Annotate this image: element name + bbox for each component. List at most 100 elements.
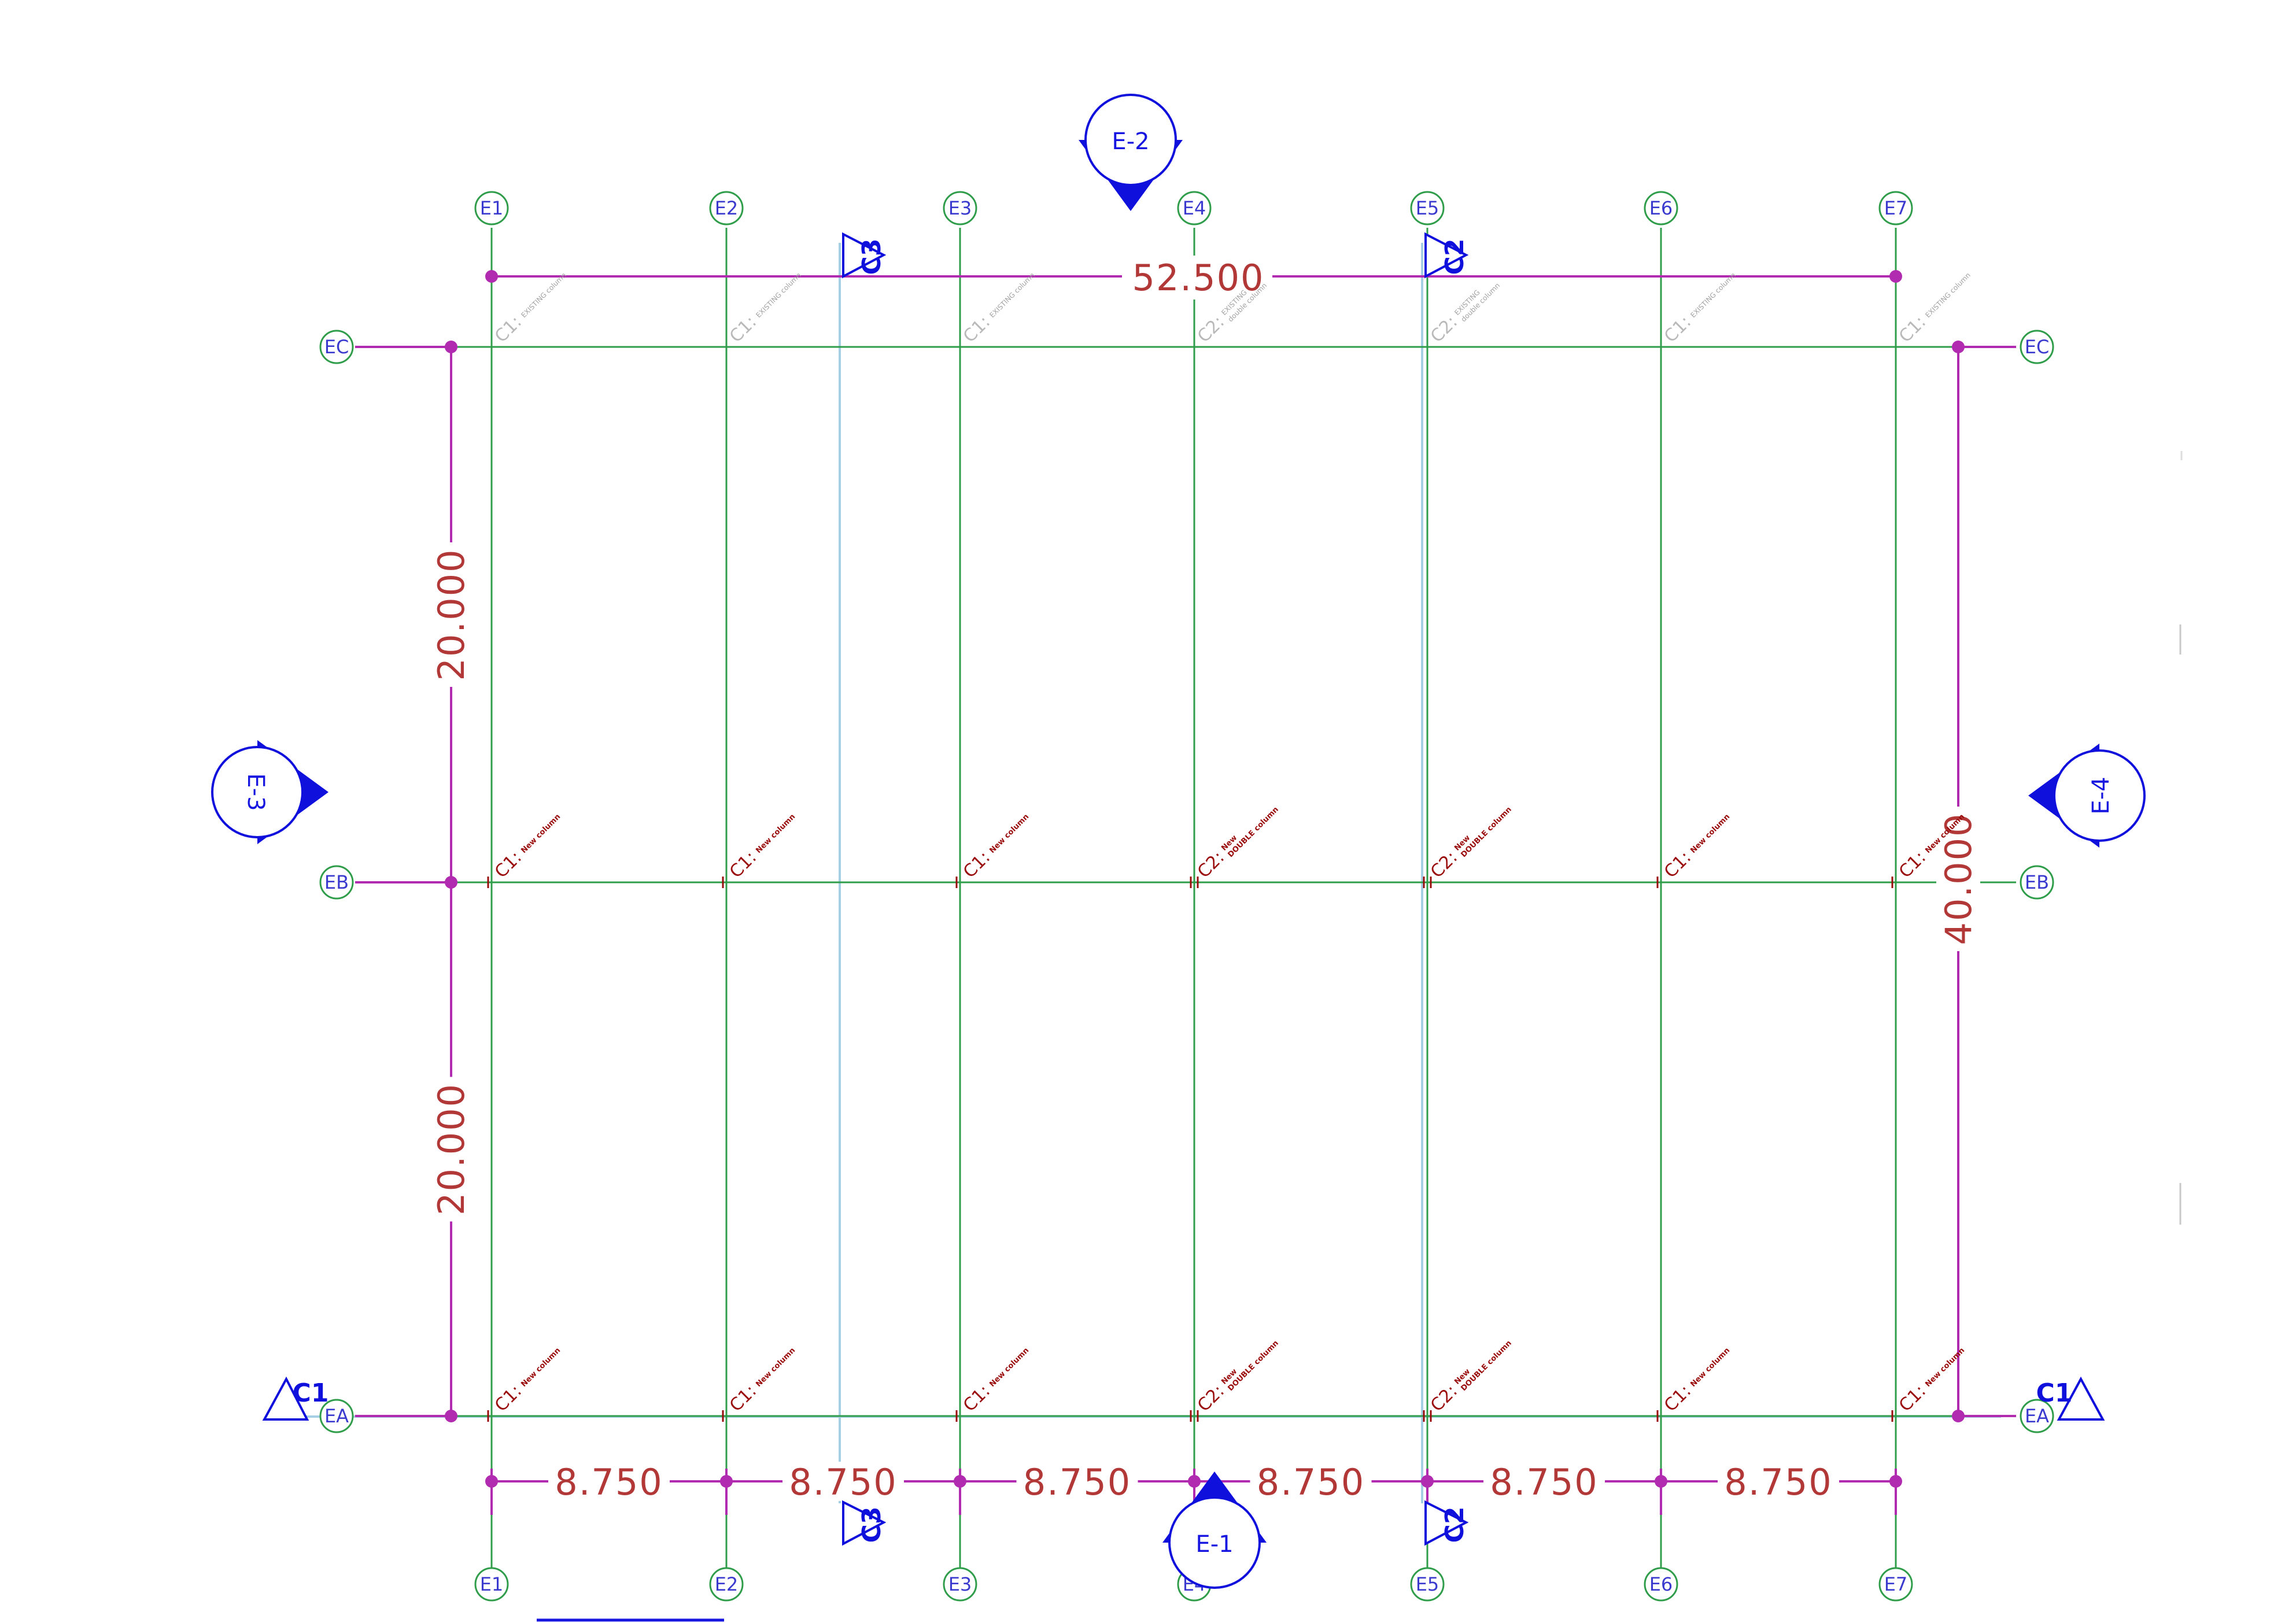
column-note-line2: DOUBLE column — [1459, 805, 1513, 859]
grid-bubble-bottom-E5: E5 — [1410, 1567, 1445, 1602]
column-type-label: C1: — [1895, 312, 1930, 346]
grid-bubble-label: EC — [324, 336, 349, 358]
existing-column-label-E6: C1:EXISTING column — [1660, 271, 1737, 347]
grid-bubble-top-E4: E4 — [1177, 191, 1212, 225]
grid-bubble-label: E5 — [1416, 1573, 1439, 1595]
elevation-tags: E-1 E-2E-3 E-4 — [211, 94, 2146, 1589]
column-type-label: C1: — [959, 312, 994, 346]
elevation-label: E-1 — [1195, 1531, 1233, 1558]
grid-bubble-label: E6 — [1649, 197, 1673, 219]
section-marker-c3-bottom: C3 — [842, 1500, 887, 1546]
column-note: New column — [988, 1346, 1031, 1389]
elevation-tag-e1: E-1 — [1162, 1472, 1267, 1589]
column-note-line2: DOUBLE column — [1226, 1339, 1280, 1393]
grid-bubble-circle — [2020, 330, 2054, 364]
existing-column-label-E1: C1:EXISTING column — [491, 271, 568, 347]
section-marker-c1-right: C1 — [2036, 1376, 2105, 1421]
column-note-line2: DOUBLE column — [1226, 805, 1280, 859]
grid-bubble-circle — [1644, 1567, 1678, 1602]
section-marker-c2-top: C2 — [1424, 232, 1470, 279]
grid-bubble-label: EC — [2025, 336, 2050, 358]
grid-bubble-label: E5 — [1416, 197, 1439, 219]
section-marker-triangle — [842, 1500, 887, 1546]
column-type-label: C1: — [959, 847, 994, 882]
column-type-label: C1: — [491, 312, 526, 346]
grid-bubble-circle — [319, 865, 354, 900]
grid-bubble-label: EA — [2025, 1405, 2049, 1427]
section-marker-triangle — [1424, 1500, 1469, 1546]
dimension-bay-1: 8.750 — [555, 1461, 663, 1503]
grid-bubble-circle — [2020, 865, 2054, 900]
column-type-label: C2: — [1194, 1381, 1228, 1415]
grid-bubble-circle — [1878, 1567, 1913, 1602]
column-type-label: C1: — [491, 1381, 526, 1415]
dimension-overall-height: 40.000 — [1937, 813, 1980, 945]
column-type-label: C1: — [726, 847, 761, 882]
column-type-label: C1: — [1660, 312, 1695, 346]
dimension-span-1: 20.000 — [430, 549, 473, 681]
column-type-label: C1: — [1895, 1381, 1930, 1415]
grid-bubble-circle — [709, 1567, 744, 1602]
section-marker-label: C2 — [1440, 239, 1470, 275]
dimension-text-mask — [1122, 256, 1272, 300]
column-note: EXISTING column — [1924, 271, 1972, 320]
grid-bubble-label: E6 — [1649, 1573, 1673, 1595]
column-type-label: C2: — [1427, 847, 1461, 882]
dimension-text-mask — [548, 1462, 670, 1501]
section-marker-label: C2 — [1440, 1507, 1470, 1543]
grid-bubble-top-E7: E7 — [1878, 191, 1913, 225]
column-marker — [1423, 1410, 1432, 1422]
grid-bubble-bottom-E6: E6 — [1644, 1567, 1678, 1602]
elevation-tag-e4: E-4 — [2028, 744, 2146, 848]
section-marker-triangle — [262, 1376, 309, 1421]
grid-bubble-label: E2 — [715, 1573, 739, 1595]
column-type-label: C1: — [1660, 847, 1695, 882]
column-note: New column — [754, 812, 797, 855]
column-type-label: C1: — [726, 1381, 761, 1415]
grid-bubble-circle — [943, 191, 977, 225]
new-column-label-E6-EA: C1:New column — [1660, 1346, 1732, 1415]
elevation-label: E-3 — [242, 773, 269, 811]
elevation-circle — [1168, 1496, 1261, 1589]
section-marker-triangle — [1424, 232, 1469, 279]
section-lines — [266, 243, 2001, 1503]
grid-bubble-bottom-E7: E7 — [1878, 1567, 1913, 1602]
grid-bubble-left-EB: EB — [319, 865, 354, 900]
grid-bubble-bottom-E3: E3 — [943, 1567, 977, 1602]
column-type-label: C2: — [1427, 1381, 1461, 1415]
dimension-span-2: 20.000 — [430, 1083, 473, 1215]
grid-bubble-circle — [1177, 191, 1212, 225]
dimension-bay-4: 8.750 — [1257, 1461, 1365, 1503]
dimension-node — [1889, 270, 1902, 283]
grid-lines — [355, 228, 2016, 1568]
elevation-circle — [2053, 749, 2146, 842]
grid-bubble-right-EA: EA — [2020, 1399, 2054, 1433]
new-column-label-E3-EB: C1:New column — [959, 812, 1031, 882]
column-type-label: C2: — [1194, 312, 1228, 346]
grid-bubble-circle — [319, 1399, 354, 1433]
grid-bubble-top-E2: E2 — [709, 191, 744, 225]
dimension-overall-width: 52.500 — [1132, 257, 1265, 299]
column-note: EXISTING column — [988, 271, 1036, 320]
dimension-text-mask — [1483, 1462, 1605, 1501]
elevation-label: E-2 — [1112, 128, 1149, 155]
column-marker — [1190, 1410, 1199, 1422]
column-note: New column — [754, 1346, 797, 1389]
grid-bubble-right-EC: EC — [2020, 330, 2054, 364]
section-marker-label: C1 — [2036, 1378, 2073, 1408]
grid-bubble-circle — [319, 330, 354, 364]
dimension-text-mask — [782, 1462, 904, 1501]
section-marker-label: C3 — [857, 1507, 887, 1543]
new-column-label-E1-EA: C1:New column — [491, 1346, 562, 1415]
section-marker-c3-top: C3 — [842, 232, 887, 279]
new-column-label-E3-EA: C1:New column — [959, 1346, 1031, 1415]
column-note: New column — [1689, 812, 1732, 855]
grid-bubble-label: E4 — [1183, 197, 1206, 219]
column-note: EXISTING column — [519, 271, 568, 320]
dimension-text-mask — [429, 542, 473, 687]
